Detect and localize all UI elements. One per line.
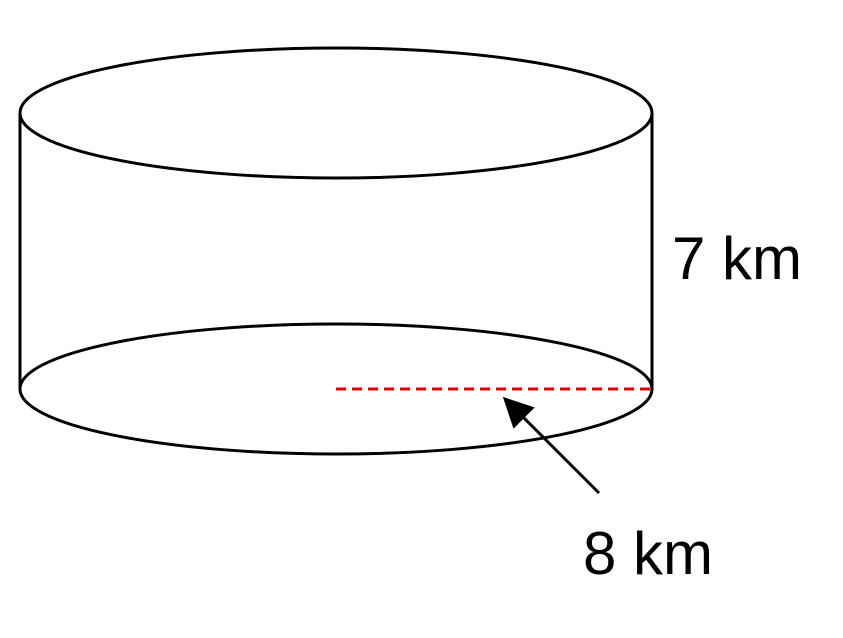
radius-label: 8 km [583, 520, 714, 587]
top-ellipse [18, 46, 654, 180]
height-label: 7 km [672, 225, 803, 292]
radius-arrow [502, 396, 601, 495]
bottom-ellipse [18, 322, 654, 456]
